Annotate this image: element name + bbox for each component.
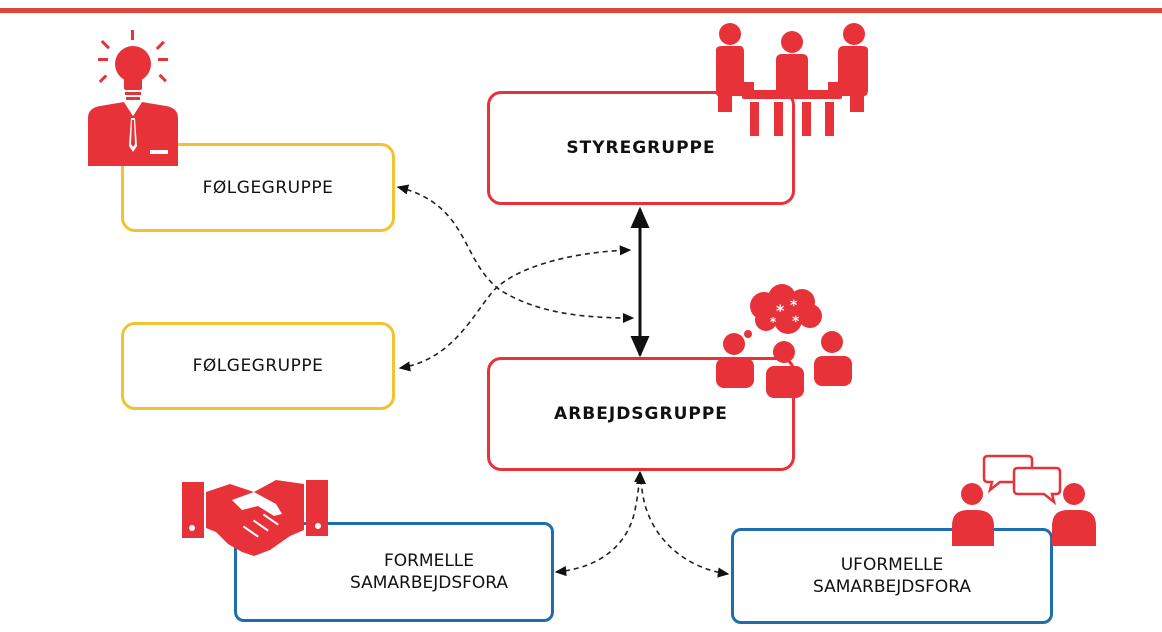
uformelle-samarbejdsfora-box: UFORMELLE SAMARBEJDSFORA <box>731 528 1053 624</box>
top-accent-bar <box>0 8 1162 13</box>
styregruppe-label: STYREGRUPPE <box>566 138 716 158</box>
businessman-lightbulb-icon <box>88 30 178 166</box>
folgegruppe-box-2: FØLGEGRUPPE <box>121 322 395 410</box>
dashed-arrow-folge2-link <box>398 245 632 372</box>
svg-text:*: * <box>776 301 785 320</box>
meeting-table-icon <box>716 23 868 136</box>
svg-text:*: * <box>792 314 800 330</box>
formelle-label-line2: SAMARBEJDSFORA <box>349 573 509 593</box>
dashed-arrow-formelle-arbejds <box>554 470 645 577</box>
team-brainstorm-icon: * * * * <box>716 284 852 398</box>
arbejdsgruppe-label: ARBEJDSGRUPPE <box>554 404 728 424</box>
formelle-label-line1: FORMELLE <box>383 551 475 571</box>
formelle-samarbejdsfora-box: FORMELLE SAMARBEJDSFORA <box>234 522 554 622</box>
folgegruppe-label-2: FØLGEGRUPPE <box>192 356 324 376</box>
svg-text:*: * <box>790 298 798 314</box>
handshake-icon <box>182 480 328 556</box>
uformelle-label-line2: SAMARBEJDSFORA <box>812 577 972 597</box>
dashed-arrow-uformelle-arbejds <box>635 472 730 578</box>
styregruppe-box: STYREGRUPPE <box>487 91 795 205</box>
conversation-icon <box>952 454 1096 546</box>
svg-text:*: * <box>770 315 777 329</box>
uformelle-label-line1: UFORMELLE <box>840 555 944 575</box>
folgegruppe-label-1: FØLGEGRUPPE <box>202 177 334 198</box>
